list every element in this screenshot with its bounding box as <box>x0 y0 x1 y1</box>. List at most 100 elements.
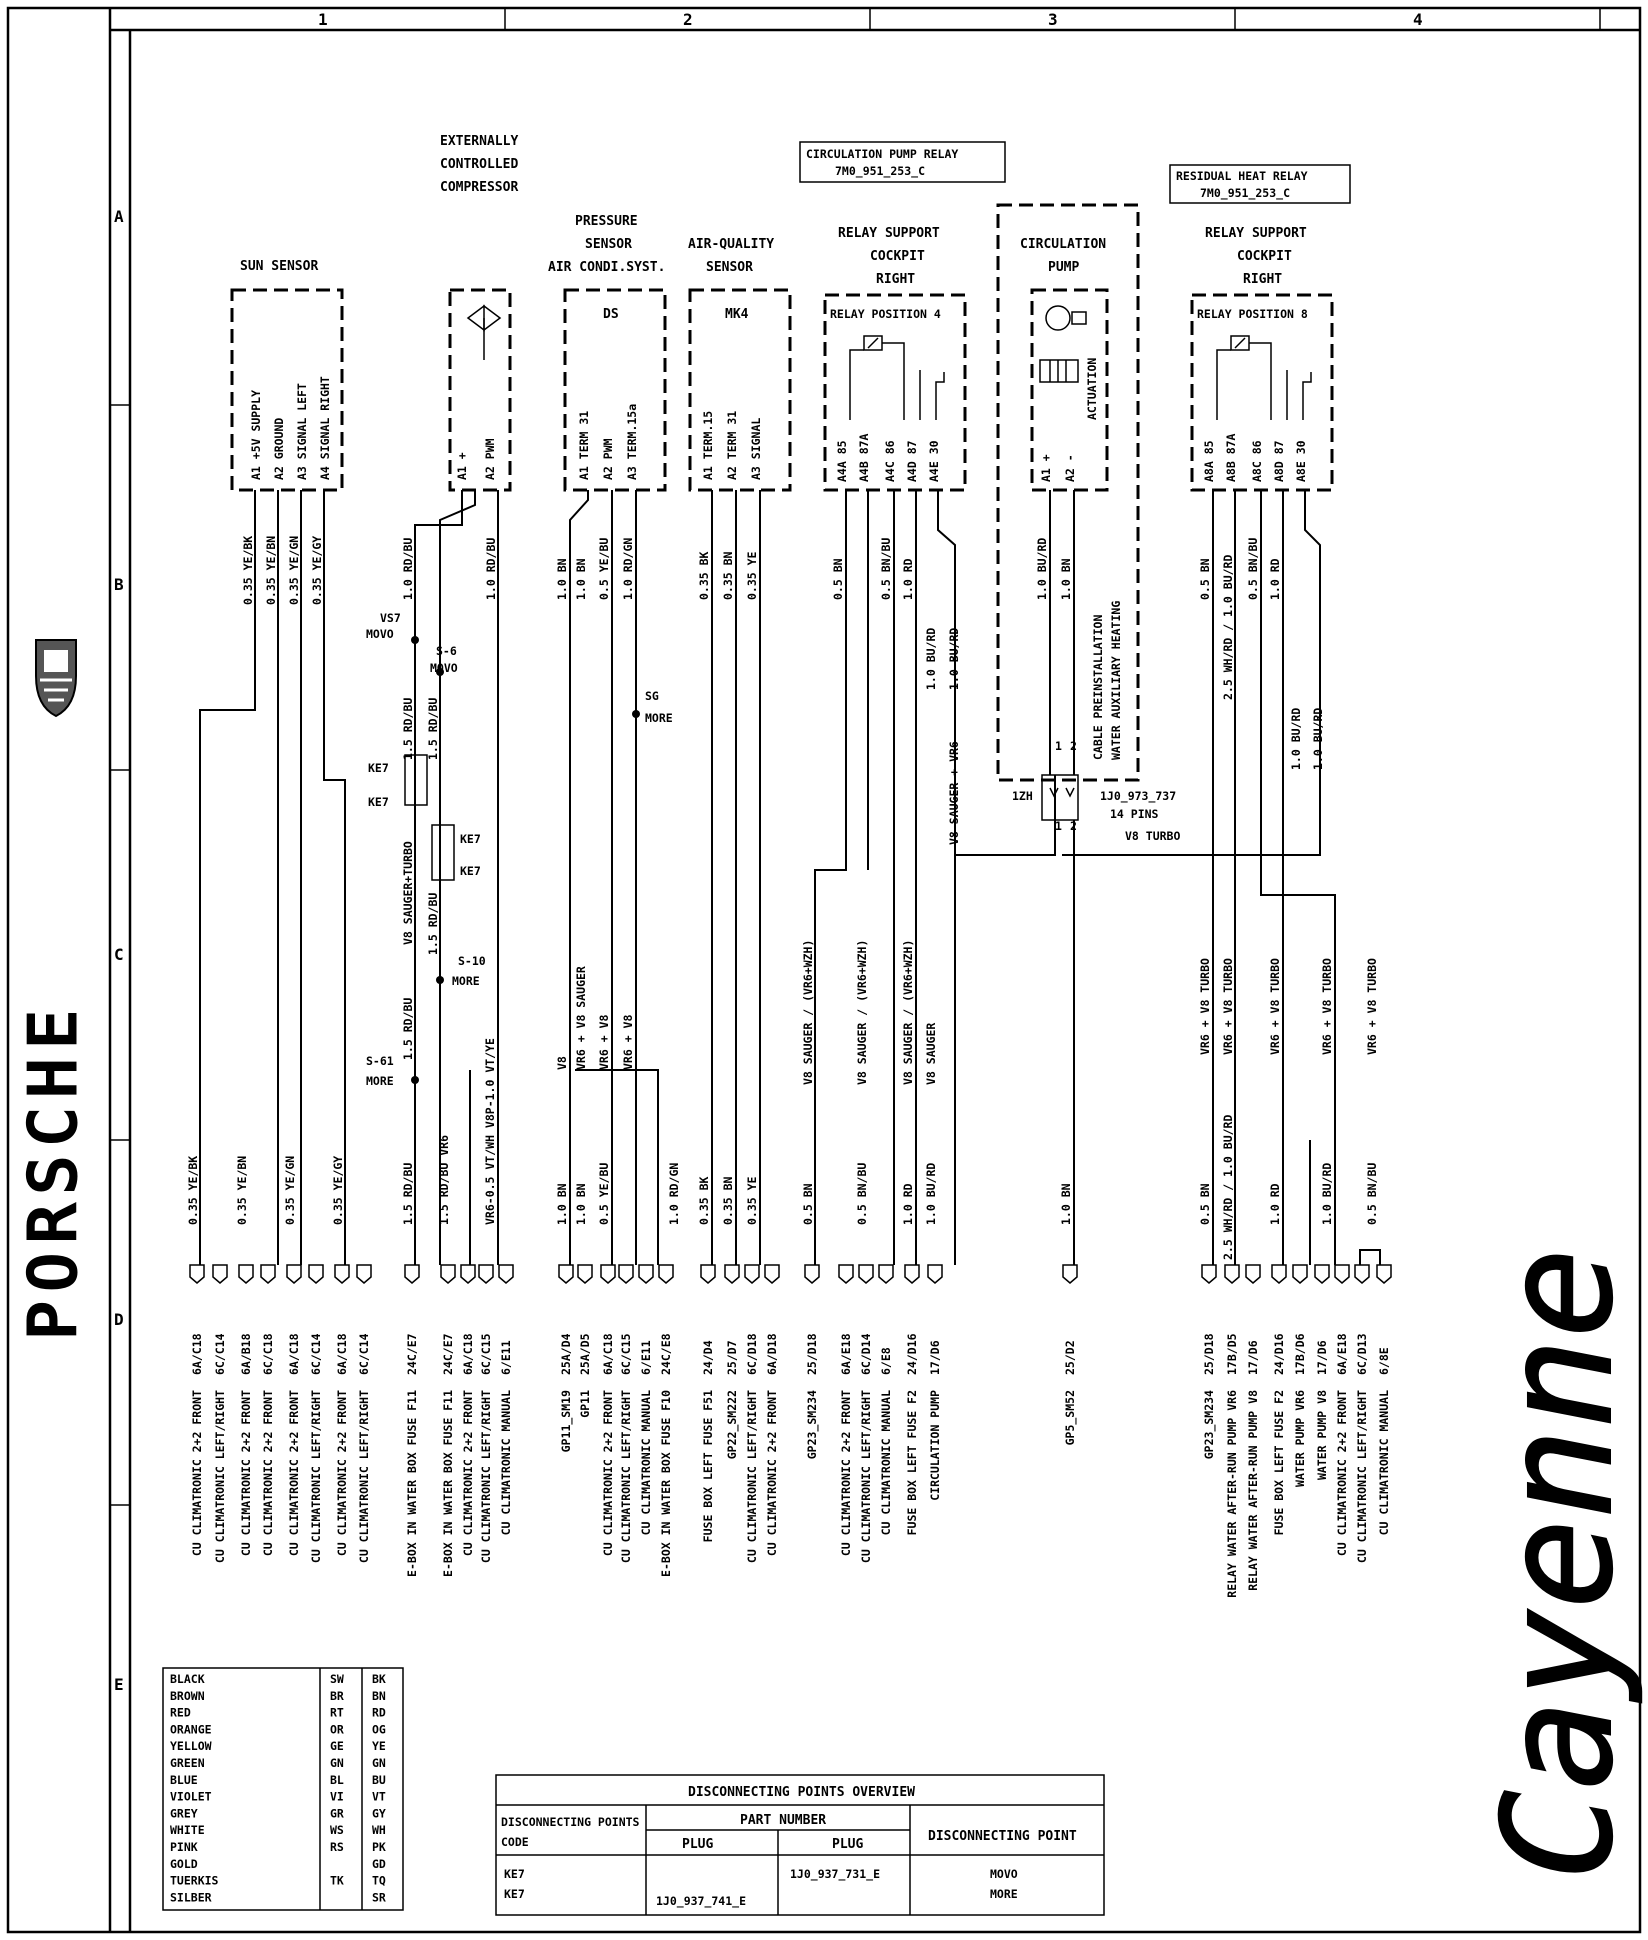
wire-label: 0.35 BN <box>721 1176 735 1225</box>
destination-code: 6A/C18 <box>190 1333 204 1375</box>
disconnect-code-2: KE7 <box>504 1887 525 1901</box>
destination-code: 6A/D18 <box>765 1333 779 1375</box>
destination-code: 24C/E8 <box>659 1333 673 1375</box>
wire-label: 1.0 BU/RD <box>924 1163 938 1225</box>
relay1-pins: A4A 85 A4B 87A A4C 86 A4D 87 A4E 30 <box>835 433 941 482</box>
wire-label: 2.5 WH/RD / 1.0 BU/RD <box>1221 555 1235 700</box>
destination-code: 6C/C14 <box>357 1333 371 1375</box>
variant-label: V8 SAUGER / (VR6+WZH) <box>801 940 815 1085</box>
circ-relay-label-box <box>799 141 1006 183</box>
legend-english-code: GY <box>372 1806 386 1820</box>
terminal-symbol <box>700 1264 716 1284</box>
destination-name: FUSE BOX LEFT FUSE F51 <box>701 1390 715 1542</box>
legend-color-name: BLUE <box>170 1773 198 1787</box>
relay1-position: RELAY POSITION 4 <box>830 307 941 321</box>
column-label-4: 4 <box>1413 10 1423 29</box>
pin-label: A4E 30 <box>927 440 941 482</box>
wire-label: 1.0 BU/RD <box>1311 708 1325 770</box>
terminal-symbol <box>878 1264 894 1284</box>
pressure-sensor-box <box>563 288 667 492</box>
variant-labels: 1.5 RD/BU 1.5 RD/BU 1.5 RD/BU V8 SAUGER+… <box>401 698 1379 1085</box>
terminal-symbol <box>618 1264 634 1284</box>
terminal-symbol <box>1354 1264 1370 1284</box>
destination-name: FUSE BOX LEFT FUSE F2 <box>905 1390 919 1535</box>
legend-english-code: PK <box>372 1840 386 1854</box>
wire-label: 0.5 YE/BU <box>597 538 611 600</box>
legend-color-name: GOLD <box>170 1857 198 1871</box>
variant-label: VR6 + V8 TURBO <box>1365 958 1379 1055</box>
disconnect-h-point: DISCONNECTING POINT <box>928 1829 1077 1844</box>
destination-code: 6/E11 <box>639 1340 653 1375</box>
row-label-C: C <box>114 945 124 964</box>
destination-name: CU CLIMATRONIC LEFT/RIGHT <box>1355 1390 1369 1563</box>
terminal-symbol <box>189 1264 205 1284</box>
destination-name: RELAY WATER AFTER-RUN PUMP VR6 <box>1225 1390 1239 1598</box>
sun-sensor-box <box>230 288 344 492</box>
relay2-pins: A8A 85 A8B 87A A8C 86 A8D 87 A8E 30 <box>1202 433 1308 482</box>
destination-code: 25/D18 <box>1202 1333 1216 1375</box>
destination-code: 6C/D13 <box>1355 1333 1369 1375</box>
pin-label: A4C 86 <box>883 440 897 482</box>
legend-english-code: RD <box>372 1706 386 1720</box>
residual-relay-part: 7M0_951_253_C <box>1200 186 1290 201</box>
destination-code: 6A/C18 <box>335 1333 349 1375</box>
disconnect-h-plug1: PLUG <box>682 1837 713 1852</box>
splice-label: SG <box>645 689 659 703</box>
splice-label: S-61 <box>366 1054 394 1068</box>
legend-color-name: BROWN <box>170 1689 205 1703</box>
variant-label: VR6 + V8 TURBO <box>1221 958 1235 1055</box>
color-legend <box>162 1667 404 1911</box>
pin-label: A2 PWM <box>601 438 615 480</box>
pin-label: A1 TERM.15 <box>701 411 715 480</box>
terminal-symbol <box>498 1264 514 1284</box>
wire-label: 1.0 BU/RD <box>1289 708 1303 770</box>
compressor-box <box>448 288 512 492</box>
wire-label: 0.5 BN <box>801 1183 815 1225</box>
circ-relay-title: CIRCULATION PUMP RELAY <box>806 147 958 161</box>
pin-label: A2 - <box>1063 454 1077 482</box>
destination-name: GP22_SM222 <box>725 1390 740 1459</box>
disconnect-plug1: 1J0_937_741_E <box>656 1894 746 1909</box>
pump-cable-1: CABLE PREINSTALLATION <box>1091 615 1105 760</box>
connector-pin: 1 <box>1055 739 1062 753</box>
wire-label: 0.5 BN <box>831 558 845 600</box>
disconnect-h-points: DISCONNECTING POINTS <box>501 1815 640 1829</box>
terminal-symbol <box>724 1264 740 1284</box>
destination-name: GP5_SM52 <box>1063 1390 1078 1445</box>
wire-label: 1.5 RD/BU VR6 <box>437 1135 451 1225</box>
connector-pin: 1 <box>1055 819 1062 833</box>
wire-label: 1.0 RD/BU <box>401 538 415 600</box>
terminal-symbol <box>904 1264 920 1284</box>
terminal-symbol <box>212 1264 228 1284</box>
pin-label: A3 TERM.15a <box>625 404 639 480</box>
wire-label: 0.35 YE/BN <box>235 1156 249 1225</box>
destination-name: CU CLIMATRONIC 2+2 FRONT <box>461 1390 475 1556</box>
destination-name: FUSE BOX LEFT FUSE F2 <box>1272 1390 1286 1535</box>
legend-german-code: GN <box>330 1756 344 1770</box>
wire-label: 1.0 RD <box>901 558 915 600</box>
destination-code: 6C/C15 <box>619 1333 633 1375</box>
wire-label: 1.0 BU/RD <box>924 628 938 690</box>
destination-name: CU CLIMATRONIC MANUAL <box>879 1390 893 1535</box>
legend-color-name: SILBER <box>170 1890 212 1904</box>
destination-name: CU CLIMATRONIC 2+2 FRONT <box>839 1390 853 1556</box>
residual-relay-title: RESIDUAL HEAT RELAY <box>1176 169 1308 183</box>
relay1-title-3: RIGHT <box>876 272 915 287</box>
splice-label: MORE <box>452 974 480 988</box>
legend-english-code: GN <box>372 1756 386 1770</box>
legend-color-name: BLACK <box>170 1672 205 1686</box>
connector-code: 1ZH <box>1012 789 1033 803</box>
wire-label: 2.5 WH/RD / 1.0 BU/RD <box>1221 1115 1235 1260</box>
terminal-symbol <box>1376 1264 1392 1284</box>
variant-label: VR6 + V8 TURBO <box>1320 958 1334 1055</box>
wire-label: 0.35 BN <box>721 551 735 600</box>
disconnect-h-plug2: PLUG <box>832 1837 863 1852</box>
pin-label: A2 GROUND <box>272 418 286 480</box>
terminal-symbol <box>838 1264 854 1284</box>
terminal-row <box>189 1264 1392 1284</box>
wire-label: 1.0 RD/GN <box>621 538 635 600</box>
destination-name: CU CLIMATRONIC LEFT/RIGHT <box>859 1390 873 1563</box>
destination-name: GP23_SM234 <box>805 1390 820 1459</box>
wire-label: 1.0 BN <box>574 1183 588 1225</box>
variant-label: VR6 + V8 SAUGER <box>574 966 588 1070</box>
